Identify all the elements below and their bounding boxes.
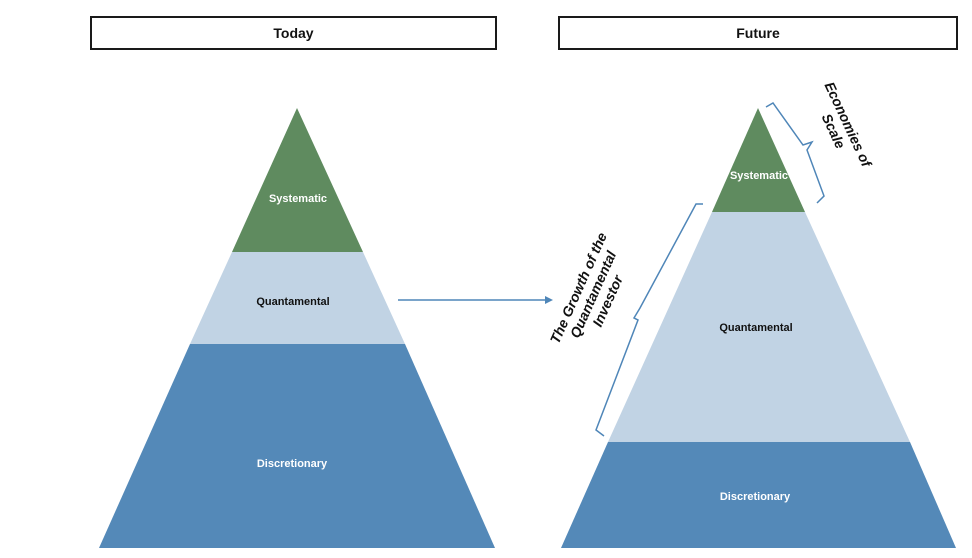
today-systematic-label: Systematic (269, 193, 327, 205)
today-quantamental-label: Quantamental (256, 296, 329, 308)
today-systematic-layer (232, 108, 363, 252)
future-pyramid: Systematic Quantamental Discretionary (561, 108, 956, 548)
economies-bracket (765, 102, 825, 204)
today-discretionary-layer (99, 344, 495, 548)
transition-arrow (398, 296, 553, 304)
future-header-label: Future (736, 25, 780, 41)
future-discretionary-label: Discretionary (720, 491, 791, 503)
economies-annotation: Economies of Scale (819, 79, 876, 170)
today-pyramid: Systematic Quantamental Discretionary (99, 108, 495, 548)
future-header: Future (558, 16, 958, 50)
future-systematic-label: Systematic (730, 170, 788, 182)
today-quantamental-layer (190, 252, 405, 344)
growth-bracket (595, 203, 703, 437)
today-discretionary-label: Discretionary (257, 458, 328, 470)
future-systematic-layer (712, 108, 805, 212)
future-quantamental-label: Quantamental (719, 322, 792, 334)
growth-annotation: The Growth of the Quantamental Investor (547, 230, 627, 346)
today-header: Today (90, 16, 497, 50)
today-header-label: Today (273, 25, 314, 41)
future-quantamental-layer (608, 212, 910, 442)
future-discretionary-layer (561, 442, 956, 548)
